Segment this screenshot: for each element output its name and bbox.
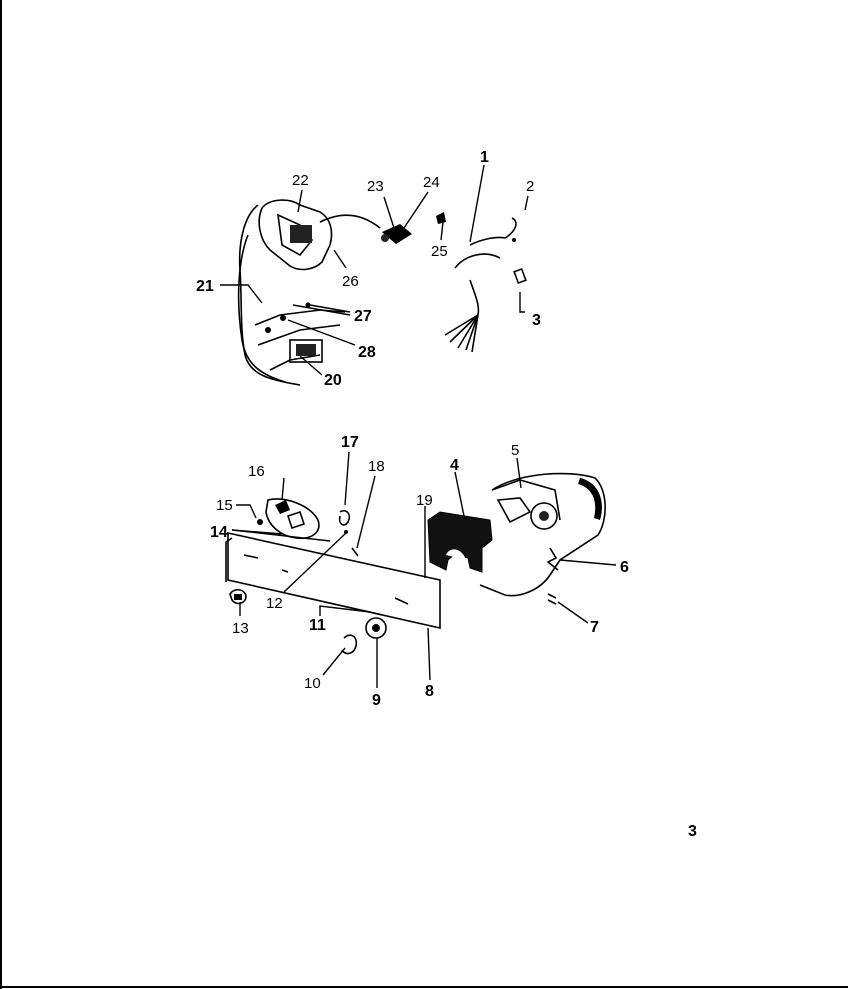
screw-15 [257, 519, 263, 525]
callout-labels: 1 2 3 4 5 6 7 8 9 10 11 12 13 14 15 16 1… [196, 149, 629, 709]
panel-holes [243, 554, 409, 605]
callout-23: 23 [367, 178, 384, 195]
lower-assembly [225, 472, 606, 655]
knob [365, 617, 387, 639]
callout-22: 22 [292, 172, 309, 189]
callout-18: 18 [368, 458, 385, 475]
screw [265, 327, 271, 333]
callout-4: 4 [450, 457, 459, 474]
motor-cover [427, 511, 493, 573]
callout-15: 15 [216, 497, 233, 514]
callout-14: 14 [210, 524, 228, 541]
knob-center [372, 624, 380, 632]
callout-6: 6 [620, 559, 629, 576]
lamp-bulb [382, 224, 412, 244]
callout-27: 27 [354, 308, 372, 325]
lamp-socket [381, 234, 389, 242]
part-13 [229, 588, 247, 605]
part-13-core [234, 594, 242, 600]
part-10 [341, 634, 358, 655]
motor-hub [539, 511, 549, 521]
harness-wire [469, 279, 480, 316]
callout-9: 9 [372, 692, 381, 709]
screw [280, 315, 286, 321]
callout-25: 25 [431, 243, 448, 260]
switch-block [290, 225, 312, 243]
relay-core [296, 344, 316, 356]
wire-loop-inner [237, 234, 286, 383]
motor-bracket [496, 497, 532, 524]
page-number: 3 [688, 823, 697, 840]
callout-24: 24 [423, 174, 440, 191]
switch-housing [258, 199, 333, 271]
cover-cutout [446, 549, 466, 560]
callout-17: 17 [341, 434, 359, 451]
callout-5: 5 [511, 442, 519, 459]
callout-12: 12 [266, 595, 283, 612]
bracket-mid [257, 324, 341, 346]
part-17 [338, 509, 351, 526]
harness-wire [454, 253, 501, 269]
callout-8: 8 [425, 683, 434, 700]
callout-16: 16 [248, 463, 265, 480]
control-panel [227, 532, 441, 630]
motor-top [491, 479, 561, 521]
callout-7: 7 [590, 619, 599, 636]
callout-19: 19 [416, 492, 433, 509]
callout-28: 28 [358, 344, 376, 361]
spring [546, 547, 559, 571]
callout-2: 2 [526, 178, 534, 195]
callout-11: 11 [309, 617, 326, 634]
small-part [512, 238, 516, 242]
harness-leads [444, 314, 479, 353]
screw [305, 302, 311, 308]
upper-assembly [237, 199, 527, 386]
motor-housing [479, 472, 606, 597]
harness-wire [469, 217, 517, 246]
callout-1: 1 [480, 149, 489, 166]
upper-leaders [220, 164, 529, 376]
motor-winding [578, 478, 602, 520]
switch-assembly [265, 498, 320, 540]
callout-13: 13 [232, 620, 249, 637]
wire-loop [238, 204, 301, 386]
motor-pulley [530, 502, 558, 530]
callout-10: 10 [304, 675, 321, 692]
callout-26: 26 [342, 273, 359, 290]
cord [319, 214, 381, 229]
callout-3: 3 [532, 312, 541, 329]
lower-leaders [231, 451, 617, 688]
clip-part [436, 212, 446, 224]
switch-plate [286, 510, 306, 530]
callout-21: 21 [196, 278, 214, 295]
callout-20: 20 [324, 372, 342, 389]
panel-edge [225, 537, 233, 582]
bracket-top [254, 309, 346, 326]
switch-body [277, 213, 314, 257]
switch-contact [275, 500, 290, 514]
part-18 [351, 547, 359, 557]
small-block [513, 267, 527, 285]
clip-7 [547, 593, 557, 605]
